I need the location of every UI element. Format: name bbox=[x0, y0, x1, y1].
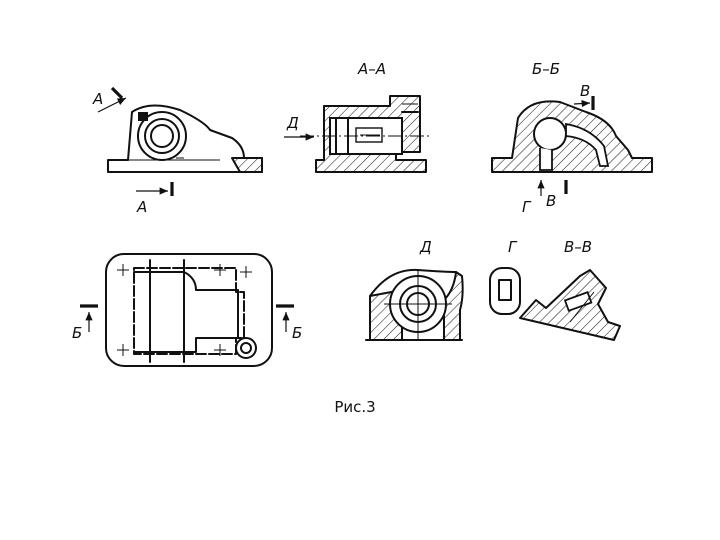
front-view: А А bbox=[92, 86, 263, 216]
view-g-title: Г bbox=[508, 238, 518, 256]
section-bb-title: Б–Б bbox=[532, 60, 560, 78]
cut-label-v-top: В bbox=[580, 82, 590, 100]
cut-label-a-bottom: А bbox=[136, 198, 147, 216]
view-d-title: Д bbox=[419, 238, 432, 256]
section-vv: В–В bbox=[519, 238, 621, 341]
cut-label-b-left: Б bbox=[72, 324, 82, 342]
view-g: Г bbox=[489, 238, 521, 315]
section-aa-title: А–А bbox=[357, 60, 386, 78]
cut-label-b-right: Б bbox=[292, 324, 302, 342]
plan-view: Б Б bbox=[72, 253, 302, 367]
cut-label-a-top: А bbox=[92, 90, 103, 108]
view-arrow-label-d: Д bbox=[286, 114, 299, 132]
view-d: Д bbox=[365, 238, 464, 341]
figure-caption: Рис.3 bbox=[334, 398, 376, 416]
view-arrow-label-g: Г bbox=[522, 198, 532, 216]
section-bb: Б–Б В В Г bbox=[491, 60, 653, 216]
section-aa: А–А Д bbox=[284, 60, 430, 173]
cut-label-v-bottom: В bbox=[546, 192, 556, 210]
section-vv-title: В–В bbox=[564, 238, 592, 256]
